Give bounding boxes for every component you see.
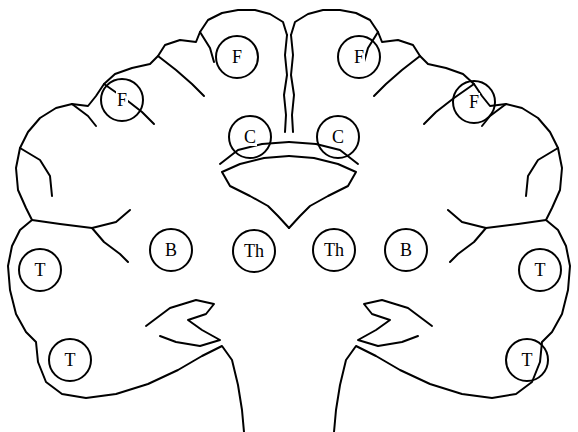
region-circle: F [215, 35, 259, 79]
region-label: F [353, 48, 365, 66]
midline-fissure [284, 35, 287, 132]
region-circle: F [452, 80, 496, 124]
sulcus [72, 104, 96, 126]
region-circle: Th [232, 229, 276, 273]
region-label: Th [323, 241, 345, 259]
region-circle: B [384, 228, 428, 272]
sulcus [200, 32, 214, 62]
brain-outline [8, 10, 287, 432]
region-label: F [231, 48, 243, 66]
region-circle: F [100, 78, 144, 122]
sulcus [20, 148, 52, 196]
region-label: T [34, 261, 47, 279]
brain-outline-mirror [289, 10, 570, 432]
region-label: F [116, 91, 128, 109]
region-circle: T [18, 248, 62, 292]
region-circle: T [48, 338, 92, 382]
region-label: B [164, 241, 178, 259]
region-circle: F [337, 35, 381, 79]
region-circle: C [316, 115, 360, 159]
region-circle: T [518, 248, 562, 292]
ventricle [222, 156, 289, 228]
sylvian-fissure [32, 210, 130, 228]
region-label: T [534, 261, 547, 279]
region-label: T [64, 351, 77, 369]
temporal-horn [146, 300, 220, 346]
region-circle: B [149, 228, 193, 272]
region-label: F [468, 93, 480, 111]
sylvian-fissure [92, 228, 128, 262]
region-circle: T [505, 338, 549, 382]
region-label: T [521, 351, 534, 369]
region-label: C [243, 128, 257, 146]
region-label: B [399, 241, 413, 259]
sulcus [158, 56, 204, 96]
region-circle: Th [312, 228, 356, 272]
region-circle: C [228, 115, 272, 159]
region-label: C [331, 128, 345, 146]
region-label: Th [243, 242, 265, 260]
